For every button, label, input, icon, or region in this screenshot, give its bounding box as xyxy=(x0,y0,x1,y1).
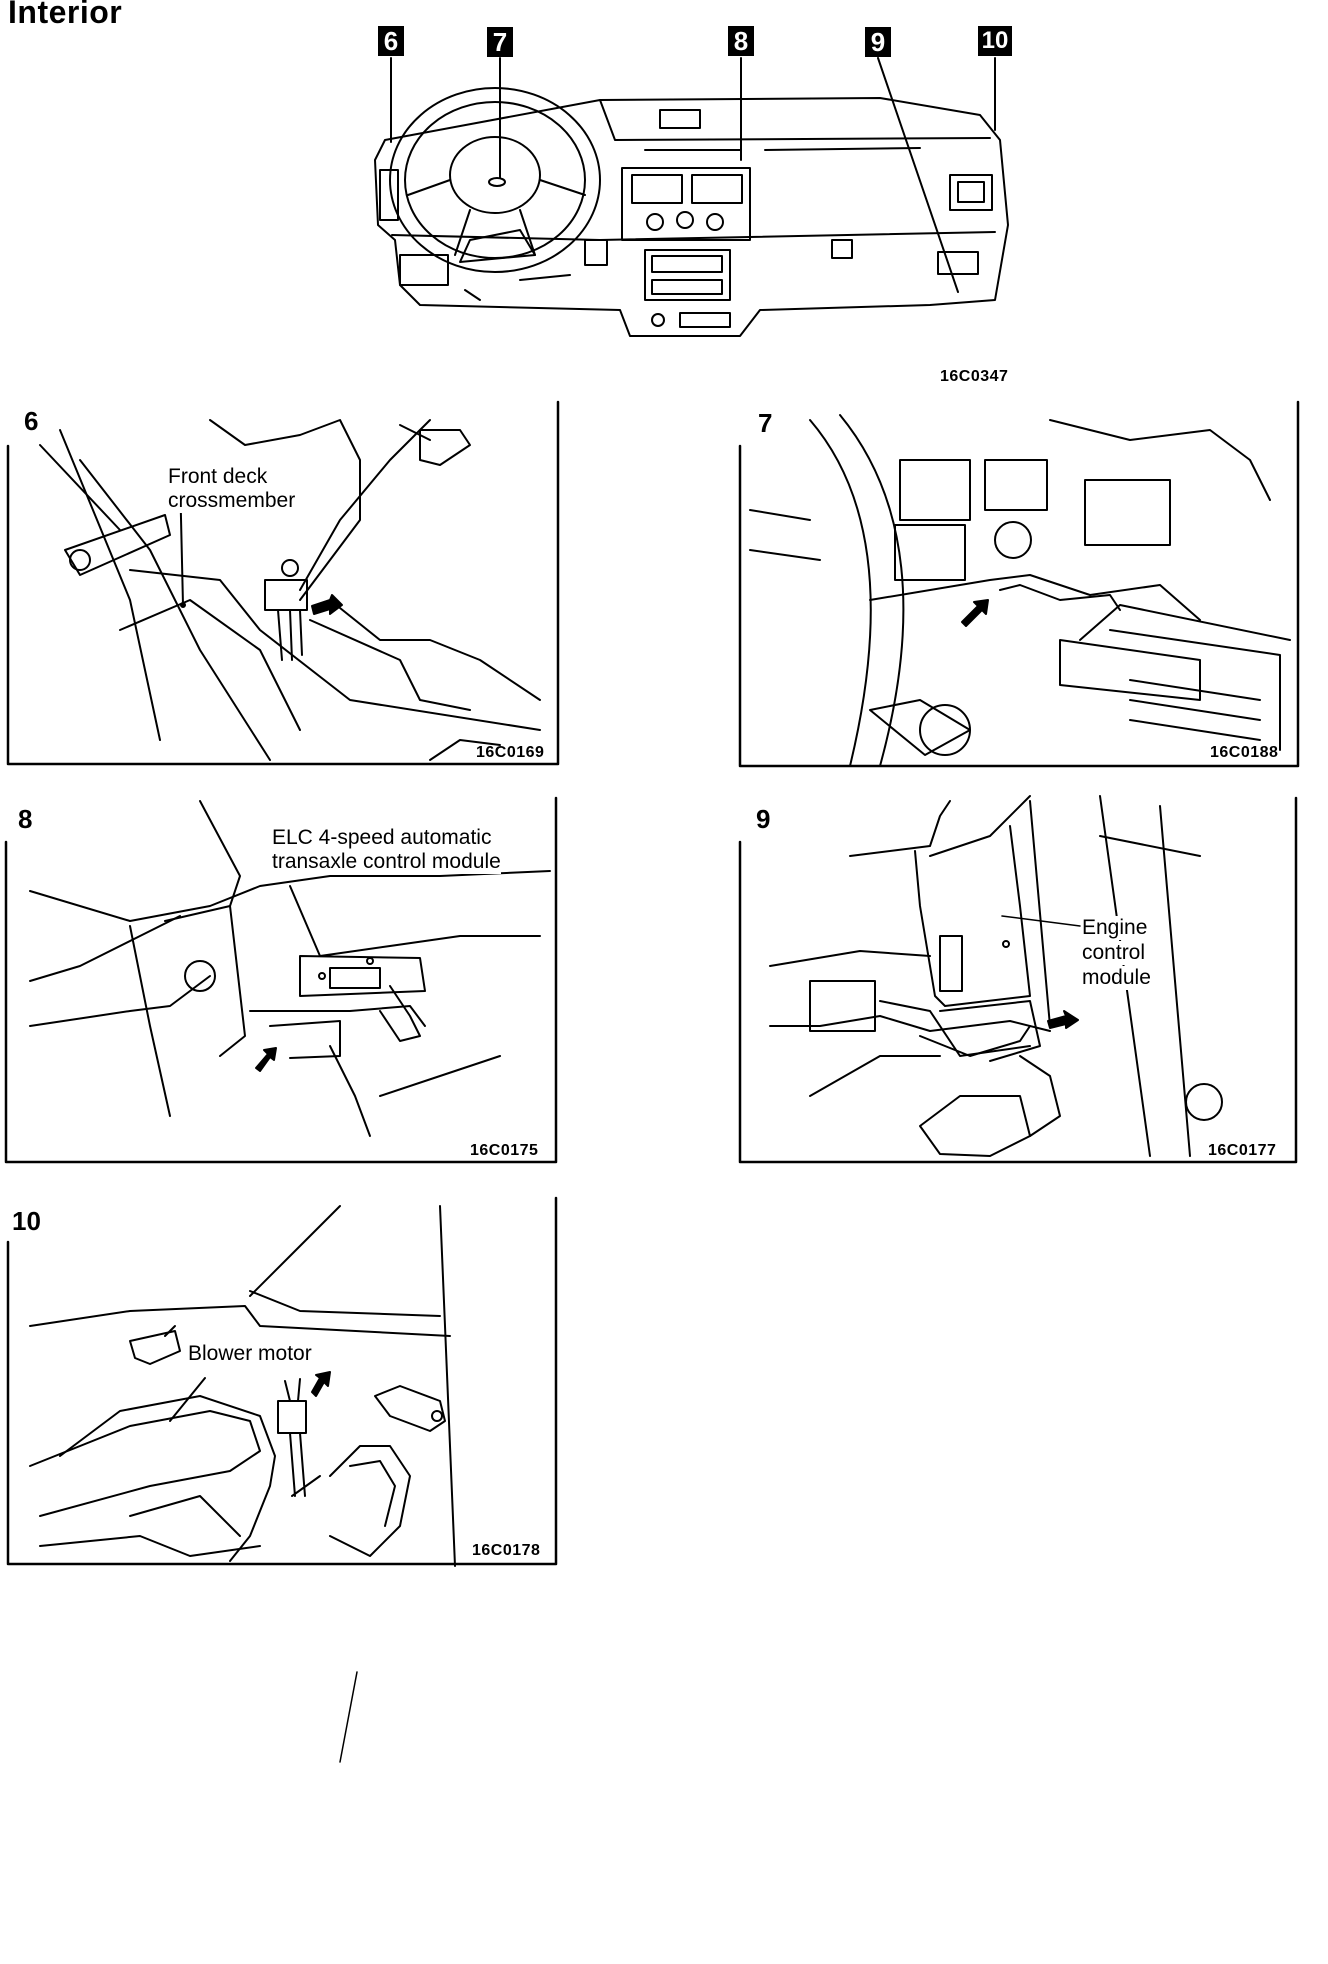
panel-9-number: 9 xyxy=(756,804,771,834)
panel-7-number: 7 xyxy=(758,408,773,438)
label-elc: ELC 4-speed automatic xyxy=(272,826,492,850)
callout-9: 9 xyxy=(865,27,891,57)
label-module: module xyxy=(1082,966,1151,990)
overview-figure-code: 16C0347 xyxy=(940,368,1009,385)
label-blower-motor: Blower motor xyxy=(188,1342,312,1366)
panel-6-figure-code: 16C0169 xyxy=(476,744,545,761)
dashboard-drawing xyxy=(374,57,1009,337)
panel-6: 6 Front deck crossmember 16C0169 xyxy=(0,400,570,772)
panel-9-figure-code: 16C0177 xyxy=(1208,1142,1277,1159)
label-control: control xyxy=(1082,941,1146,965)
callout-6: 6 xyxy=(378,26,404,56)
callout-8: 8 xyxy=(728,26,754,56)
panel-6-number: 6 xyxy=(24,406,39,436)
panel-8: 8 ELC 4-speed automatic transaxle contro… xyxy=(0,796,570,1763)
panel-10-figure-code: 16C0178 xyxy=(472,1542,541,1559)
panel-10: 10 Blower motor 16C0178 xyxy=(0,1196,570,1568)
panel-7: 7 16C0188 xyxy=(730,400,1310,772)
panel-10-drawing xyxy=(6,1196,558,1567)
panel-8-drawing xyxy=(4,796,558,1164)
panel-9-leader xyxy=(1001,915,1081,927)
label-engine: Engine xyxy=(1082,916,1148,940)
dashboard-overview-figure: 6 7 8 9 10 xyxy=(0,0,1328,390)
label-transaxle-module: transaxle control module xyxy=(272,850,501,874)
panel-8-number: 8 xyxy=(18,804,33,834)
callout-7: 7 xyxy=(487,27,513,57)
panel-9: 9 Engine control module 16C0177 xyxy=(730,795,1310,1168)
section-title: Interior xyxy=(8,0,123,30)
panel-7-drawing xyxy=(738,400,1300,768)
callout-10: 10 xyxy=(978,26,1012,56)
panel-7-figure-code: 16C0188 xyxy=(1210,744,1279,761)
panel-6-drawing xyxy=(6,400,560,766)
label-front-deck: Front deck xyxy=(168,465,268,489)
panel-8-figure-code: 16C0175 xyxy=(470,1142,539,1159)
panel-8-leader xyxy=(339,1671,358,1763)
panel-10-number: 10 xyxy=(12,1206,41,1236)
label-crossmember: crossmember xyxy=(168,489,296,513)
